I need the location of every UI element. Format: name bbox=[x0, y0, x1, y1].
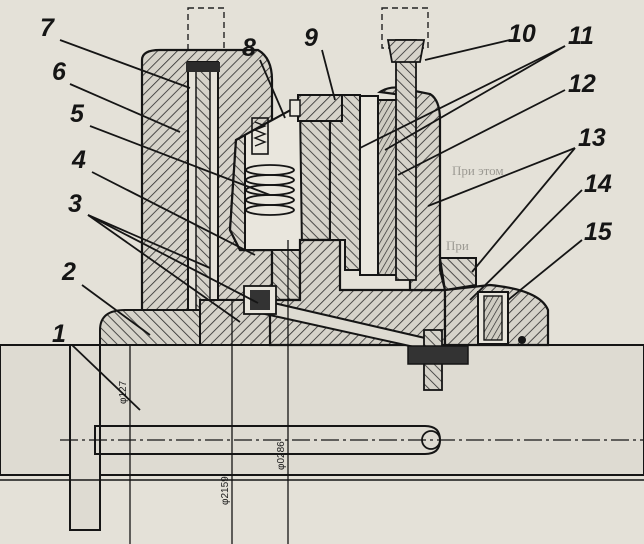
callout-11: 11 bbox=[568, 22, 594, 50]
callout-4: 4 bbox=[71, 146, 86, 174]
leader-12 bbox=[397, 89, 566, 176]
callout-14: 14 bbox=[584, 170, 612, 198]
leader-10 bbox=[424, 39, 511, 61]
leader-lines bbox=[59, 39, 583, 411]
callout-7: 7 bbox=[40, 14, 55, 42]
leader-9 bbox=[321, 49, 336, 101]
dimension-label-286: φ0286 bbox=[276, 441, 287, 470]
callout-9: 9 bbox=[304, 24, 318, 52]
dimension-label-127: φ127 bbox=[118, 380, 129, 404]
bolt-7-head bbox=[186, 62, 220, 72]
bolt-10-ghost bbox=[381, 7, 429, 49]
leader-13a bbox=[427, 147, 576, 207]
callout-3: 3 bbox=[68, 190, 82, 218]
callout-labels: 7 6 5 4 3 2 1 8 9 10 11 12 13 14 15 bbox=[40, 14, 613, 348]
leader-7 bbox=[59, 39, 191, 89]
leader-14 bbox=[469, 189, 583, 301]
callout-2: 2 bbox=[61, 258, 76, 286]
leader-8 bbox=[259, 59, 286, 119]
lever-3 bbox=[250, 296, 469, 391]
rim-14 bbox=[438, 257, 477, 292]
callout-15: 15 bbox=[584, 218, 613, 246]
ring-15 bbox=[443, 283, 550, 347]
background-text: При этом При bbox=[446, 163, 504, 253]
background-text-line: При bbox=[446, 238, 469, 253]
leader-6 bbox=[69, 83, 181, 133]
background-text-line: При этом bbox=[452, 163, 504, 178]
leader-11b bbox=[384, 45, 566, 151]
callout-6: 6 bbox=[52, 58, 67, 86]
callout-10: 10 bbox=[508, 20, 536, 48]
leader-2 bbox=[81, 284, 151, 336]
dimension-label-159: φ2159 bbox=[220, 476, 231, 505]
callout-8: 8 bbox=[242, 34, 256, 62]
dimension-lines bbox=[129, 240, 289, 544]
shaft bbox=[0, 344, 644, 531]
bolt-10 bbox=[386, 39, 426, 281]
leader-3a bbox=[87, 214, 211, 269]
leader-3b bbox=[87, 214, 241, 323]
leader-15 bbox=[507, 239, 583, 301]
spring-cup-8 bbox=[244, 103, 304, 251]
leader-5 bbox=[89, 125, 271, 196]
leader-3c bbox=[87, 214, 259, 304]
leader-13b bbox=[471, 147, 576, 273]
leader-1 bbox=[71, 344, 141, 411]
leader-4a bbox=[91, 171, 256, 256]
insert-4 bbox=[243, 285, 277, 315]
callout-1: 1 bbox=[52, 320, 66, 348]
callout-12: 12 bbox=[568, 70, 596, 98]
housing-6 bbox=[140, 48, 274, 342]
bolt-10-head bbox=[386, 39, 426, 63]
leader-11a bbox=[359, 45, 566, 149]
callout-5: 5 bbox=[70, 100, 85, 128]
callout-13: 13 bbox=[578, 124, 606, 152]
spring-seat bbox=[251, 117, 269, 155]
